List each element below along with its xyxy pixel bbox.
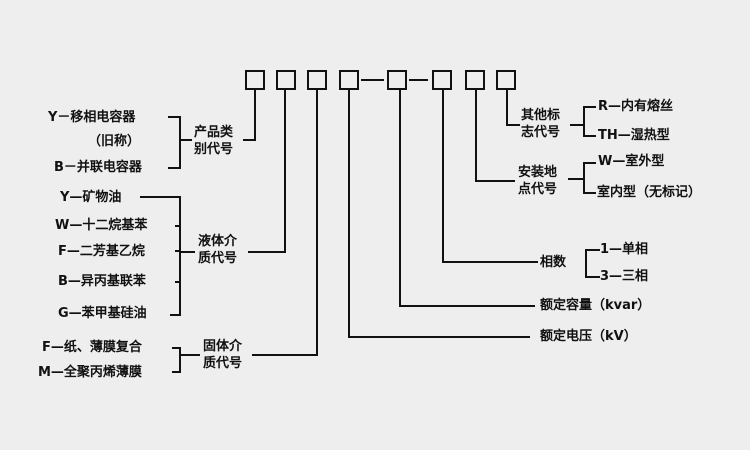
code-box-phases	[432, 70, 452, 90]
liquid-dielectric-item: W—十二烷基苯	[55, 218, 148, 233]
liquid-dielectric-item: G—苯甲基硅油	[58, 306, 147, 321]
solid-dielectric-item: F—纸、薄膜复合	[42, 340, 142, 355]
code-box-liquid-dielectric	[276, 70, 296, 90]
liquid-dielectric-item: F—二芳基乙烷	[58, 244, 145, 259]
product-type-item: （旧称）	[88, 134, 141, 149]
liquid-dielectric-item: B—异丙基联苯	[58, 274, 146, 289]
code-box-rated-capacity	[387, 70, 407, 90]
liquid-dielectric-item: Y—矿物油	[60, 190, 122, 205]
phases-item: 1—单相	[600, 242, 649, 257]
product-type-item: Y－移相电容器	[48, 110, 136, 125]
other-marks-item: R—内有熔丝	[598, 99, 674, 114]
install-location-label: 安装地点代号	[518, 165, 558, 197]
solid-dielectric-label: 固体介质代号	[203, 339, 243, 371]
other-marks-item: TH—湿热型	[598, 128, 670, 143]
product-type-item: B－并联电容器	[54, 160, 142, 175]
phases-item: 3—三相	[600, 269, 649, 284]
rated-voltage-label: 额定电压（kV）	[540, 329, 637, 344]
liquid-dielectric-label: 液体介质代号	[198, 234, 238, 266]
other-marks-label: 其他标志代号	[521, 108, 561, 140]
phases-label: 相数	[540, 255, 567, 270]
code-box-other-marks	[496, 70, 516, 90]
solid-dielectric-item: M—全聚丙烯薄膜	[38, 365, 142, 380]
code-box-product-type	[245, 70, 265, 90]
rated-capacity-label: 额定容量（kvar）	[540, 298, 651, 313]
code-box-install-location	[465, 70, 485, 90]
code-box-rated-voltage	[339, 70, 359, 90]
install-location-item: W—室外型	[598, 154, 665, 169]
product-type-label: 产品类别代号	[194, 125, 234, 157]
install-location-item: 室内型（无标记）	[597, 185, 702, 200]
code-box-solid-dielectric	[307, 70, 327, 90]
